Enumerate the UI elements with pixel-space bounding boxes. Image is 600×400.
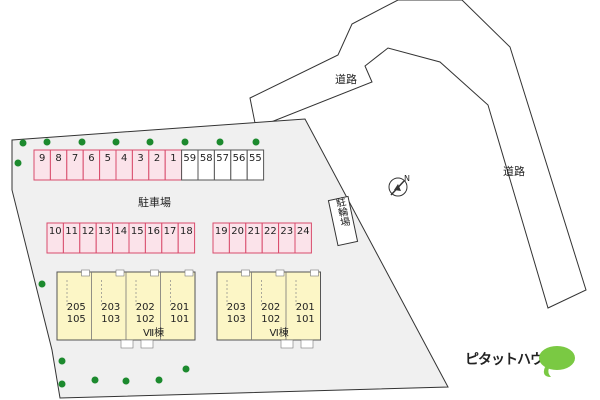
tree-icon	[122, 377, 130, 385]
tree-icon	[252, 138, 260, 146]
unit-number-upper: 202	[136, 302, 155, 313]
parking-stall-number: 58	[200, 153, 213, 164]
unit-number-lower: 102	[136, 314, 155, 325]
tree-icon	[58, 357, 66, 365]
parking-stall-number: 24	[297, 226, 310, 237]
parking-stall-number: 56	[233, 153, 246, 164]
trees	[14, 138, 260, 388]
bike-parking: 駐輪場	[327, 195, 359, 247]
parking-stall-number: 7	[72, 153, 78, 164]
brand-name: ピタットハウス	[465, 352, 557, 368]
tree-icon	[155, 376, 163, 384]
tree-icon	[91, 376, 99, 384]
buildings: 205105203103202102201101Ⅶ棟20310320210220…	[56, 269, 321, 349]
parking-stall-number: 18	[180, 226, 193, 237]
parking-stall-number: 9	[39, 153, 45, 164]
parking-stall-number: 16	[147, 226, 160, 237]
parking-stall-number: 13	[98, 226, 111, 237]
parking-stall-number: 14	[114, 226, 127, 237]
unit-number-upper: 203	[227, 302, 246, 313]
parking-stall-number: 1	[170, 153, 176, 164]
tree-icon	[112, 138, 120, 146]
tree-icon	[216, 138, 224, 146]
road	[249, 0, 587, 309]
unit-number-lower: 103	[227, 314, 246, 325]
parking-stall-number: 3	[137, 153, 143, 164]
unit-number-upper: 201	[296, 302, 315, 313]
tree-icon	[14, 159, 22, 167]
parking-stall-number: 12	[82, 226, 95, 237]
brand-logo: ピタットハウス	[465, 343, 595, 383]
parking-stall-number: 23	[280, 226, 293, 237]
tree-icon	[43, 138, 51, 146]
parking-stall-number: 10	[49, 226, 62, 237]
parking-stall-number: 5	[105, 153, 111, 164]
tree-icon	[78, 138, 86, 146]
tree-icon	[19, 139, 27, 147]
brand-leaf-icon	[539, 346, 575, 377]
unit-number-lower: 103	[101, 314, 120, 325]
unit-number-lower: 101	[170, 314, 189, 325]
tree-icon	[58, 380, 66, 388]
parking-stall-number: 20	[231, 226, 244, 237]
parking-stall-number: 8	[55, 153, 61, 164]
building-outline	[216, 271, 321, 341]
road-label-top: 道路	[335, 72, 357, 86]
parking-stall-number: 2	[154, 153, 160, 164]
unit-number-upper: 205	[67, 302, 86, 313]
compass: N	[388, 174, 410, 197]
building-label: Ⅶ棟	[143, 326, 164, 339]
parking-stall	[294, 222, 312, 254]
parking-stall-number: 17	[164, 226, 177, 237]
unit-number-lower: 101	[296, 314, 315, 325]
compass-label: N	[404, 174, 410, 183]
parking-stall-number: 57	[216, 153, 229, 164]
parking-stall-number: 22	[264, 226, 277, 237]
parking-stall-number: 6	[88, 153, 94, 164]
unit-number-lower: 105	[67, 314, 86, 325]
parking-stall-number: 19	[215, 226, 228, 237]
parking-stall-number: 59	[183, 153, 196, 164]
road-label-right: 道路	[503, 164, 525, 178]
tree-icon	[182, 365, 190, 373]
parking-stall-number: 4	[121, 153, 127, 164]
tree-icon	[181, 138, 189, 146]
parking-stall-number: 21	[248, 226, 261, 237]
unit-number-upper: 202	[261, 302, 280, 313]
parking-stall-number: 55	[249, 153, 262, 164]
building-label: Ⅵ棟	[269, 326, 288, 339]
tree-icon	[38, 280, 46, 288]
parking-stall	[177, 222, 196, 254]
tree-icon	[146, 138, 154, 146]
parking-stall-number: 15	[131, 226, 144, 237]
unit-number-lower: 102	[261, 314, 280, 325]
parking-stall	[246, 149, 265, 181]
parking-stall-number: 11	[65, 226, 78, 237]
unit-number-upper: 201	[170, 302, 189, 313]
unit-number-upper: 203	[101, 302, 120, 313]
parking-label: 駐車場	[138, 195, 171, 209]
